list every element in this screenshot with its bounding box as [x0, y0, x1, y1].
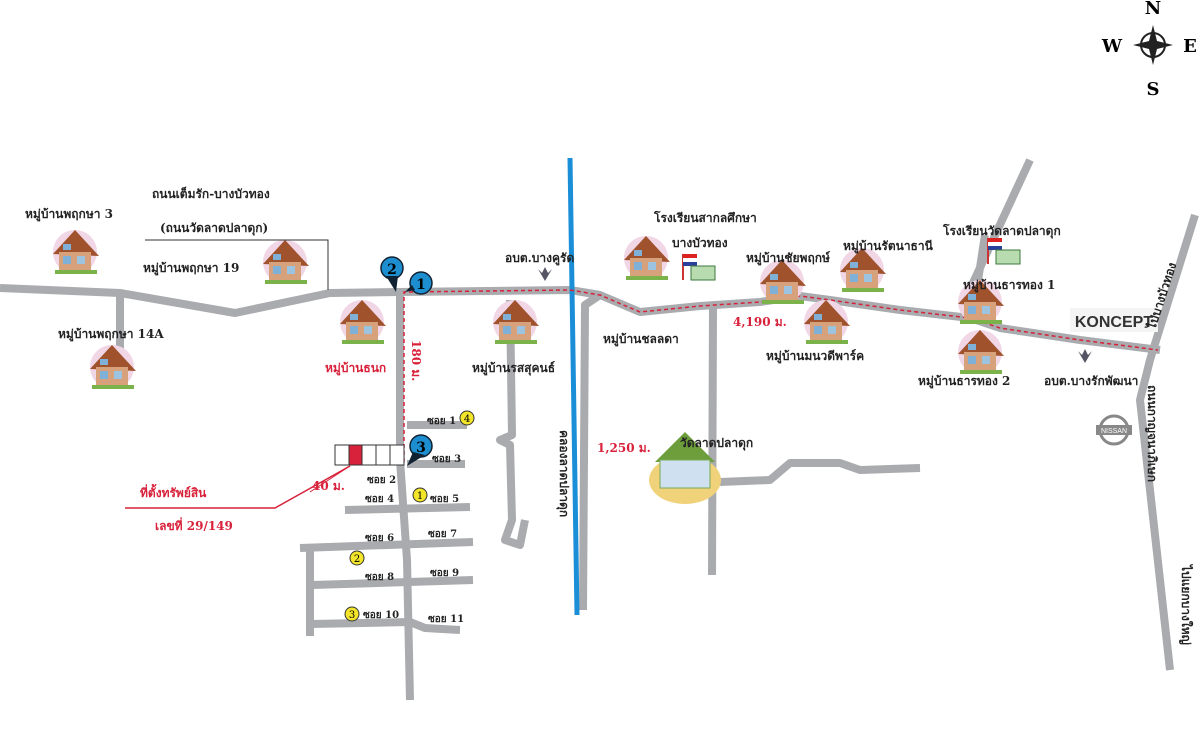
label-manawadee: หมู่บ้านมนวดีพาร์ค [766, 349, 864, 364]
house-icon [840, 248, 886, 292]
distance-1250: 1,250 ม. [597, 441, 651, 455]
label-chaipruek: หมู่บ้านชัยพฤกษ์ [746, 251, 830, 266]
emblem-icon [538, 267, 552, 281]
soi-label: ซอย 5 [430, 494, 459, 505]
koncept-logo: KONCEPT [1070, 308, 1158, 332]
label-rossukon: หมู่บ้านรสสุคนธ์ [472, 361, 555, 376]
label-tarathong2: หมู่บ้านธารทอง 2 [918, 374, 1010, 389]
route-pin-1: 1 [405, 271, 433, 295]
label-highway: ถนนกาญจนาภิเษก [1145, 385, 1159, 482]
yellow-marker-2: 2 [349, 550, 365, 566]
property-plots [334, 444, 405, 466]
svg-text:3: 3 [416, 440, 426, 456]
label-school1: โรงเรียนสากลศึกษา [653, 210, 757, 225]
school-icon [682, 253, 716, 281]
soi-label: ซอย 3 [432, 454, 461, 465]
school-icon [987, 237, 1021, 265]
emblem-icon [1078, 349, 1092, 363]
soi-label: ซอย 6 [365, 533, 394, 544]
soi-label: ซอย 10 [363, 610, 399, 621]
label-school2: โรงเรียนวัดลาดปลาดุก [942, 223, 1061, 239]
svg-text:4: 4 [464, 414, 470, 425]
compass-rose-icon: N S W E [1101, 0, 1197, 100]
nissan-logo: NISSAN [1096, 414, 1132, 446]
house-icon [958, 330, 1004, 374]
label-pruksa14a: หมู่บ้านพฤกษา 14A [58, 327, 164, 342]
svg-text:2: 2 [354, 554, 360, 565]
label-school1-b: บางบัวทอง [672, 236, 728, 250]
yellow-marker-4: 4 [459, 410, 475, 426]
property-number: เลขที่ 29/149 [155, 517, 233, 533]
compass-e: E [1183, 36, 1197, 57]
house-icon [263, 240, 309, 284]
svg-text:NISSAN: NISSAN [1101, 428, 1127, 435]
distance-180: 180 ม. [409, 340, 423, 381]
soi-label: ซอย 11 [428, 614, 464, 625]
label-temple: วัดลาดปลาดุก [680, 436, 753, 451]
soi-label: ซอย 7 [428, 529, 457, 540]
compass-n: N [1145, 0, 1161, 19]
yellow-marker-1: 1 [412, 487, 428, 503]
soi-label: ซอย 4 [365, 494, 394, 505]
label-tao2: อบต.บางรักพัฒนา [1044, 374, 1138, 388]
roads [0, 158, 1199, 701]
label-tarathong1: หมู่บ้านธารทอง 1 [963, 278, 1055, 293]
svg-text:1: 1 [416, 277, 426, 293]
distance-40: 40 ม. [312, 479, 345, 493]
house-icon [624, 236, 670, 280]
house-icon [804, 300, 850, 344]
svg-text:3: 3 [349, 610, 355, 621]
soi-label: ซอย 9 [430, 568, 459, 579]
distance-4190: 4,190 ม. [733, 315, 787, 329]
road-name-line1: ถนนเต็มรัก-บางบัวทอง [152, 186, 270, 201]
label-pruksa3: หมู่บ้านพฤกษา 3 [25, 207, 113, 222]
soi-label: ซอย 8 [365, 572, 394, 583]
temple-icon [649, 432, 721, 504]
house-icon [340, 300, 386, 344]
svg-text:1: 1 [417, 491, 423, 502]
property-title: ที่ตั้งทรัพย์สิน [140, 483, 207, 500]
yellow-marker-3: 3 [344, 606, 360, 622]
canal [567, 157, 580, 616]
house-icon [90, 345, 136, 389]
label-chonlada: หมู่บ้านชลลดา [603, 332, 679, 347]
label-canal: คลองลาดปลาดุก [556, 430, 571, 517]
soi-label: ซอย 2 [367, 475, 396, 486]
label-to-south: ไปแยกบางใหญ่ [1179, 563, 1194, 645]
label-rattana: หมู่บ้านรัตนาธานี [843, 239, 934, 254]
house-icon [493, 300, 539, 344]
soi-label: ซอย 1 [427, 416, 456, 427]
svg-text:KONCEPT: KONCEPT [1075, 314, 1153, 331]
house-icon [53, 230, 99, 274]
label-thanak: หมู่บ้านธนก [325, 361, 386, 376]
compass-w: W [1101, 36, 1123, 57]
svg-text:2: 2 [387, 262, 397, 278]
label-tao1: อบต.บางคูรัด [505, 251, 574, 266]
compass-s: S [1147, 79, 1160, 100]
route-pin-3: 3 [407, 434, 433, 466]
route-pin-2: 2 [380, 256, 404, 292]
property-leader-line [125, 465, 351, 509]
road-name-line2: (ถนนวัดลาดปลาดุก) [160, 221, 268, 236]
label-pruksa19: หมู่บ้านพฤกษา 19 [143, 261, 239, 276]
highway-road [1136, 213, 1199, 671]
